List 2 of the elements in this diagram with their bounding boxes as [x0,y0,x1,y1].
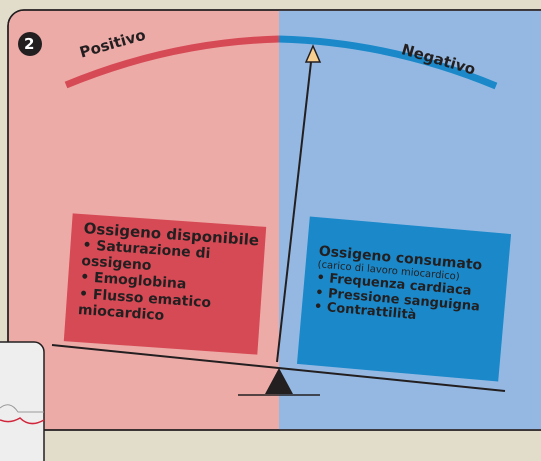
scale-label: Positivo [78,26,148,62]
number-label: 2 [24,35,34,53]
